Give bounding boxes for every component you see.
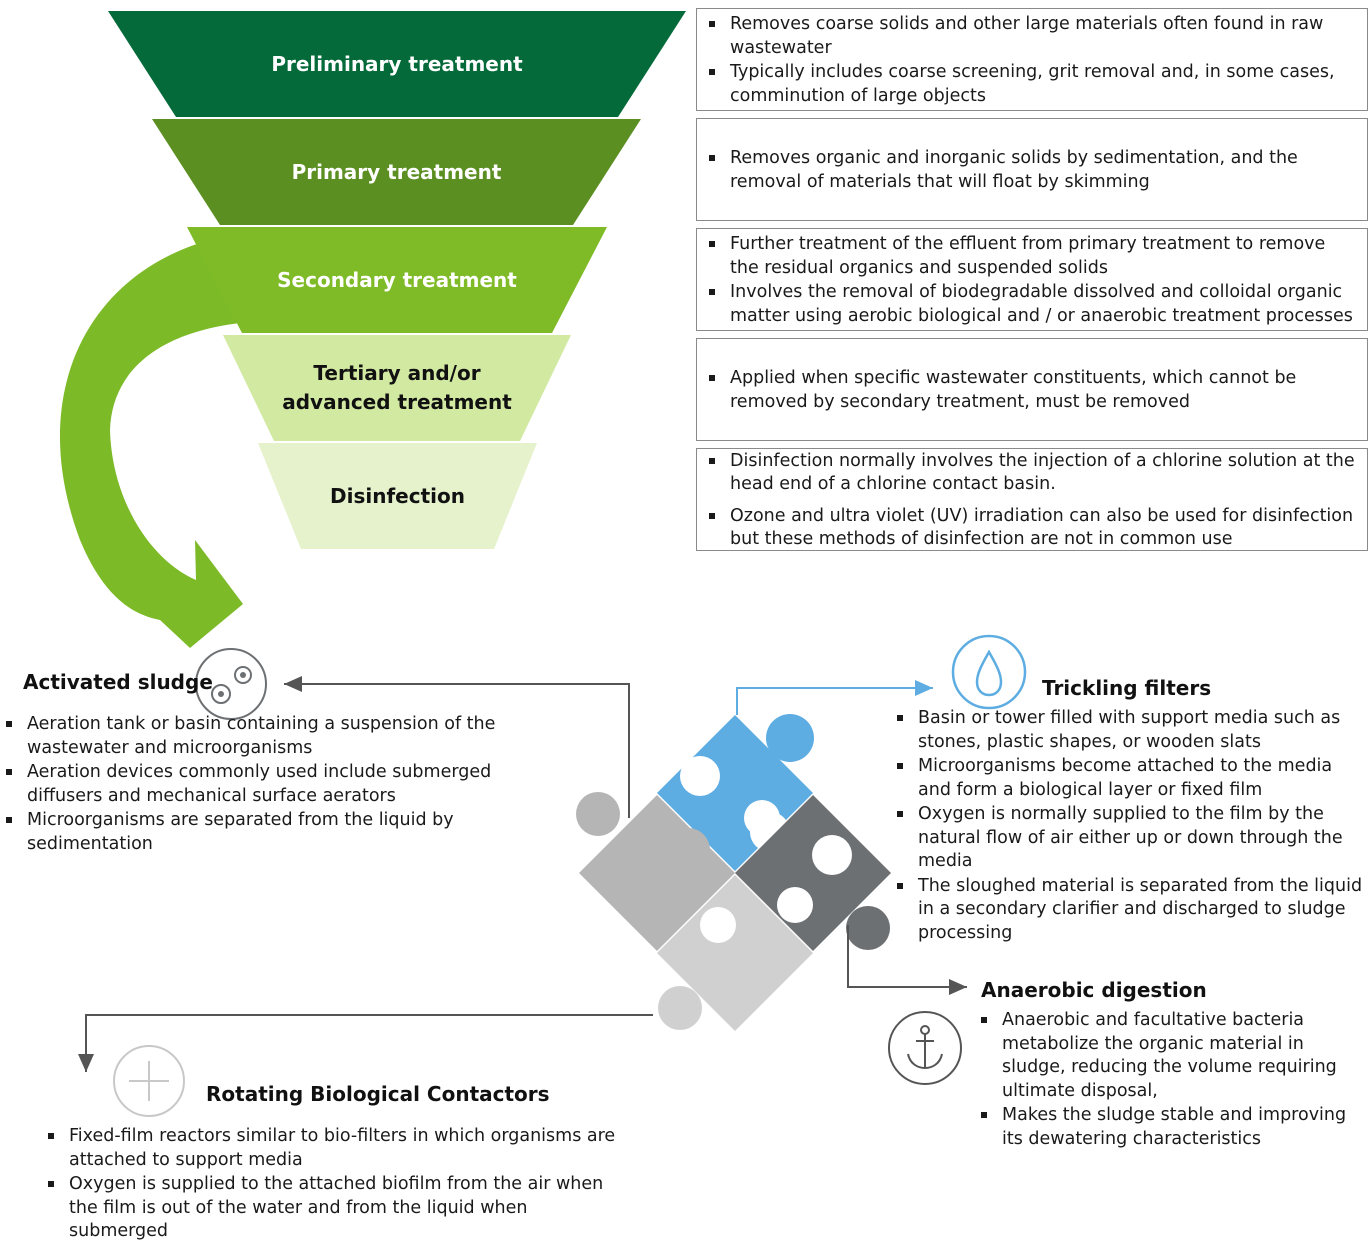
rbc-title: Rotating Biological Contactors <box>206 1082 550 1106</box>
gears-icon <box>195 648 267 720</box>
description-box-preliminary: Removes coarse solids and other large ma… <box>696 8 1368 111</box>
description-box-disinfection: Disinfection normally involves the injec… <box>696 448 1368 551</box>
list-item: Aeration devices commonly used include s… <box>4 761 504 808</box>
list-item: Basin or tower filled with support media… <box>895 707 1365 754</box>
description-bullet: Ozone and ultra violet (UV) irradiation … <box>707 505 1357 552</box>
stage-label-primary: Primary treatment <box>291 159 502 184</box>
activated-sludge-title: Activated sludge <box>23 670 213 694</box>
description-bullet: Applied when specific wastewater constit… <box>707 367 1357 414</box>
stage-label-secondary: Secondary treatment <box>277 267 517 292</box>
puzzle-graphic <box>576 714 891 1031</box>
list-item: Makes the sludge stable and improving it… <box>979 1104 1364 1151</box>
description-bullet: Involves the removal of biodegradable di… <box>707 281 1357 328</box>
stage-label-disinfection: Disinfection <box>330 483 465 508</box>
description-bullet: Removes coarse solids and other large ma… <box>707 13 1357 60</box>
plus-circle-icon <box>113 1045 185 1117</box>
funnel-stage-tertiary <box>223 335 571 441</box>
description-box-secondary: Further treatment of the effluent from p… <box>696 228 1368 331</box>
connector-anaerobic-digestion <box>847 925 967 995</box>
stage-label-tertiary: Tertiary and/or advanced treatment <box>282 361 512 414</box>
list-item: Microorganisms become attached to the me… <box>895 755 1365 802</box>
connector-activated-sludge <box>284 676 630 818</box>
stage-label-preliminary: Preliminary treatment <box>271 51 523 76</box>
list-item: Anaerobic and facultative bacteria metab… <box>979 1009 1364 1103</box>
flow-arrow <box>59 232 250 648</box>
list-item: Oxygen is supplied to the attached biofi… <box>46 1173 626 1244</box>
list-item: Aeration tank or basin containing a susp… <box>4 713 504 760</box>
description-bullet: Typically includes coarse screening, gri… <box>707 61 1357 108</box>
anaerobic-digestion-title: Anaerobic digestion <box>981 978 1207 1002</box>
trickling-filters-bullets: Basin or tower filled with support media… <box>895 707 1365 945</box>
water-drop-icon <box>951 634 1027 710</box>
funnel-stage-disinfection <box>258 443 537 549</box>
anaerobic-digestion-bullets: Anaerobic and facultative bacteria metab… <box>979 1009 1364 1151</box>
activated-sludge-bullets: Aeration tank or basin containing a susp… <box>4 713 504 856</box>
list-item: Fixed-film reactors similar to bio-filte… <box>46 1125 626 1172</box>
description-box-tertiary: Applied when specific wastewater constit… <box>696 338 1368 441</box>
list-item: The sloughed material is separated from … <box>895 875 1365 946</box>
list-item: Oxygen is normally supplied to the film … <box>895 803 1365 874</box>
funnel-stage-preliminary <box>108 11 686 117</box>
funnel-stage-primary <box>152 119 641 225</box>
funnel-stage-secondary <box>187 227 607 333</box>
connector-trickling-filters <box>736 680 933 715</box>
description-bullet: Removes organic and inorganic solids by … <box>707 147 1357 194</box>
list-item: Microorganisms are separated from the li… <box>4 809 504 856</box>
description-bullet: Disinfection normally involves the injec… <box>707 450 1357 497</box>
rbc-bullets: Fixed-film reactors similar to bio-filte… <box>46 1125 626 1244</box>
connector-rbc <box>78 1014 653 1072</box>
anchor-icon <box>888 1011 962 1085</box>
description-box-primary: Removes organic and inorganic solids by … <box>696 118 1368 221</box>
trickling-filters-title: Trickling filters <box>1042 676 1212 700</box>
description-bullet: Further treatment of the effluent from p… <box>707 233 1357 280</box>
